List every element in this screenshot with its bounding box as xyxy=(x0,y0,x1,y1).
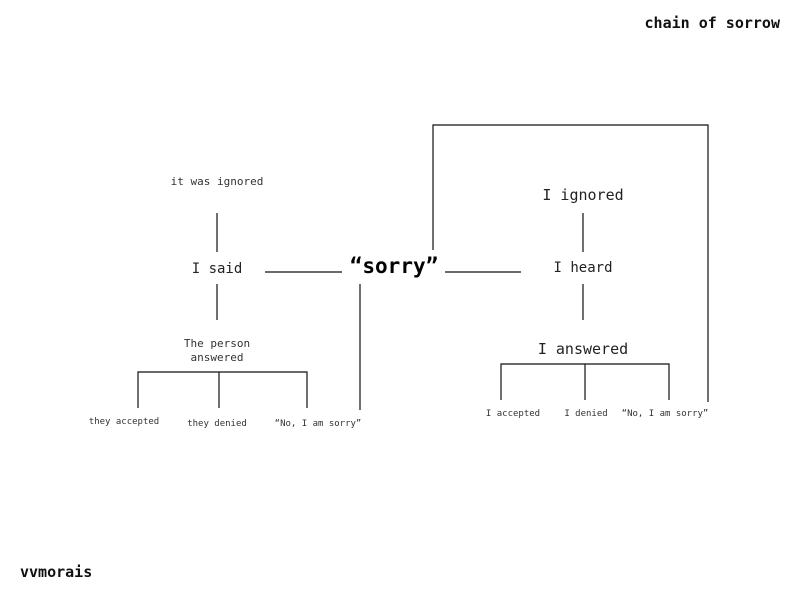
loop-back-connector xyxy=(432,124,709,402)
author-name: vvmorais xyxy=(20,563,93,581)
left-bottom-node: The person answered xyxy=(183,337,251,364)
left-outcome-1: they accepted xyxy=(88,417,160,427)
center-sorry-label: “sorry” xyxy=(349,254,439,278)
left-outcome-bracket xyxy=(137,371,308,408)
left-top-node: it was ignored xyxy=(170,175,264,188)
right-top-node: I ignored xyxy=(542,186,624,204)
left-middle-node: I said xyxy=(191,261,243,277)
right-bottom-node: I answered xyxy=(537,340,629,358)
page-title: chain of sorrow xyxy=(644,14,780,32)
left-outcome-3: “No, I am sorry” xyxy=(274,419,362,429)
right-outcome-2: I denied xyxy=(564,409,608,419)
left-outcome-2: they denied xyxy=(187,419,247,429)
right-middle-node: I heard xyxy=(553,260,613,276)
right-outcome-1: I accepted xyxy=(485,409,541,419)
right-outcome-3: “No, I am sorry” xyxy=(621,409,709,419)
